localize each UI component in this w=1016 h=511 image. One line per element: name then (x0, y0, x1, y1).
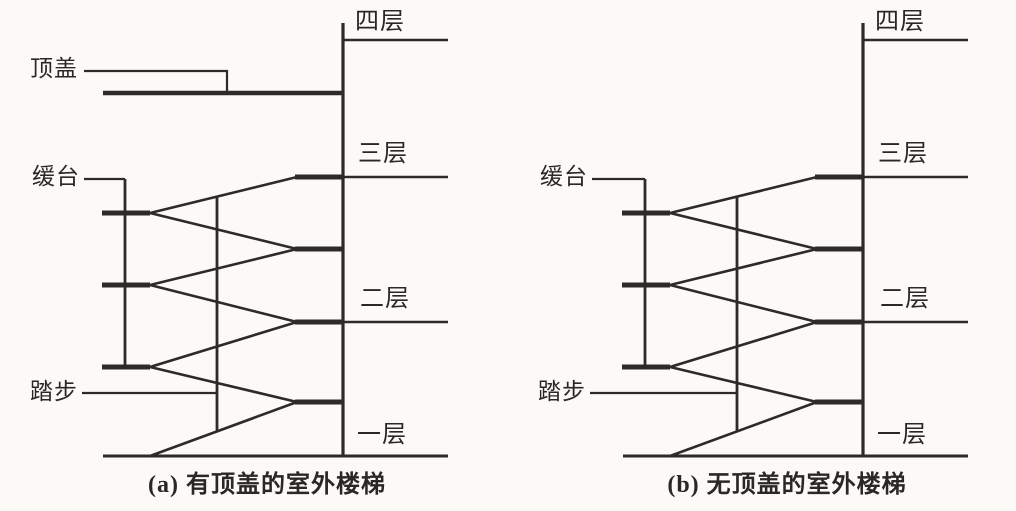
label-landing: 缓台 (32, 164, 80, 189)
floor-label-2f: 二层 (880, 286, 930, 312)
floor-label-4f: 四层 (355, 9, 405, 35)
label-landing: 缓台 (540, 164, 588, 189)
floor-label-2f: 二层 (360, 286, 410, 312)
floor-label-1f: 一层 (357, 422, 407, 448)
roof-leader-line (84, 69, 229, 93)
floor-label-4f: 四层 (875, 9, 925, 35)
caption-b: (b) 无顶盖的室外楼梯 (667, 470, 906, 498)
floor-label-3f: 三层 (878, 141, 928, 167)
label-tread: 踏步 (538, 379, 586, 404)
label-roof: 顶盖 (30, 56, 78, 81)
floor-label-3f: 三层 (358, 141, 408, 167)
stair-flight-zigzag (665, 175, 822, 458)
label-tread: 踏步 (30, 379, 78, 404)
floor-label-1f: 一层 (877, 422, 927, 448)
stair-flight-zigzag (145, 175, 302, 458)
caption-a: (a) 有顶盖的室外楼梯 (148, 470, 386, 498)
